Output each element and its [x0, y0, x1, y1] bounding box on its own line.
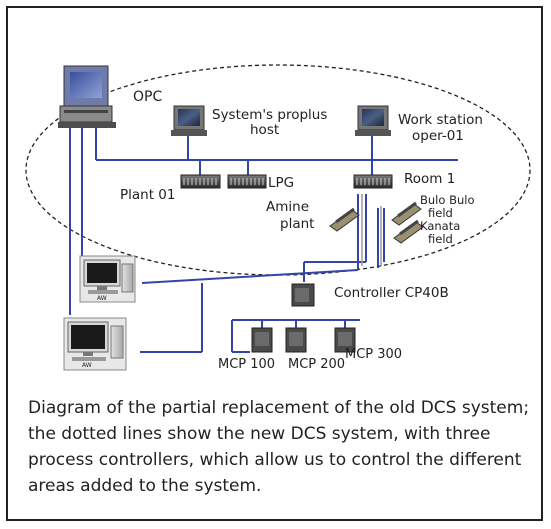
workstation-label-line2: oper-01 [412, 128, 464, 144]
aw1-label: AW [97, 295, 107, 302]
mcp300-icon [334, 327, 356, 353]
amine-plant-label-line2: plant [280, 216, 314, 232]
kanata-label-line2: field [428, 232, 453, 246]
workstation-label-line1: Work station [398, 112, 483, 128]
controller-cp40b-icon [291, 283, 315, 307]
proplus-host-icon [171, 105, 207, 136]
opc-workstation-icon [58, 65, 116, 128]
controller-label: Controller CP40B [334, 285, 449, 301]
network-lines [69, 128, 458, 353]
mcp300-label: MCP 300 [345, 347, 402, 362]
kanata-module-icon [393, 219, 424, 244]
amine-plant-module-icon [329, 207, 360, 232]
bulo-bulo-module-icon [391, 201, 422, 226]
lpg-rack-icon [227, 174, 267, 189]
plant01-rack-icon [180, 174, 221, 189]
opc-label: OPC [133, 89, 162, 105]
bulo-bulo-label-line1: Bulo Bulo [420, 193, 474, 207]
kanata-label-line1: Kanata [420, 219, 460, 233]
new-dcs-boundary [25, 64, 531, 276]
field-feeder-lines [361, 194, 382, 266]
lpg-label: LPG [268, 175, 294, 191]
workstation-oper01-icon [355, 105, 391, 136]
proplus-host-label-line2: host [250, 122, 279, 138]
aw2-label: AW [82, 362, 92, 369]
dcs-network-diagram: OPC System's proplus host Work station o… [25, 64, 531, 372]
aw-workstation-2-icon [63, 317, 127, 371]
mcp100-icon [251, 327, 273, 353]
mcp200-icon [285, 327, 307, 353]
figure-caption: Diagram of the partial replacement of th… [28, 398, 530, 496]
room1-label: Room 1 [404, 171, 455, 187]
aw-workstation-1-icon [79, 255, 136, 303]
proplus-host-label-line1: System's proplus [212, 107, 327, 123]
mcp200-label: MCP 200 [288, 357, 345, 372]
amine-plant-label-line1: Amine [266, 199, 309, 215]
mcp100-label: MCP 100 [218, 357, 275, 372]
room1-rack-icon [353, 174, 393, 189]
plant01-label: Plant 01 [120, 187, 175, 203]
bulo-bulo-label-line2: field [428, 206, 453, 220]
